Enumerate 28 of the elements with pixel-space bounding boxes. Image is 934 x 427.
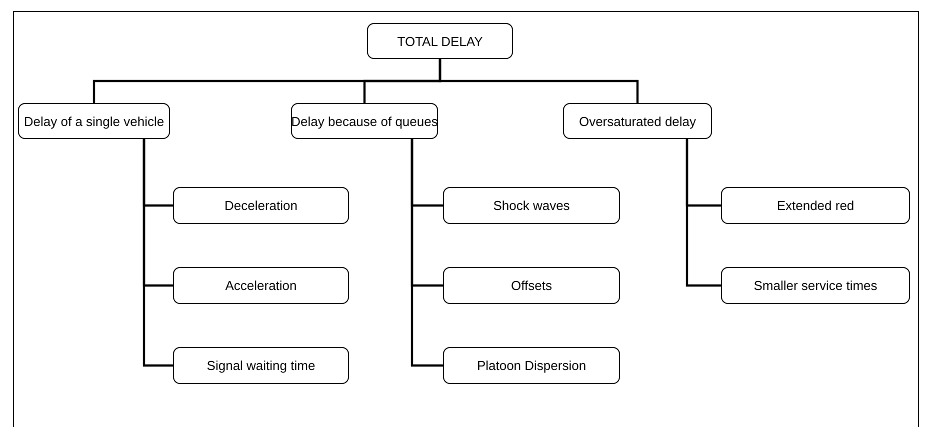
node-box [443, 187, 620, 224]
node-box [563, 103, 712, 139]
node-box [443, 347, 620, 384]
connector-line [142, 139, 173, 367]
node-label: Offsets [511, 278, 552, 293]
node-label: Shock waves [493, 198, 570, 213]
node-label: Deceleration [224, 198, 298, 213]
node-box [291, 103, 438, 139]
node-box [173, 187, 349, 224]
node-label: Delay of a single vehicle [24, 114, 164, 128]
connector-line [438, 59, 639, 103]
node-box [721, 267, 910, 304]
node-label: Oversaturated delay [578, 114, 696, 128]
connector-line [686, 139, 721, 287]
node-box [173, 267, 349, 304]
node-box [367, 23, 513, 59]
node-label: Delay because of queues [291, 114, 438, 128]
node-box [721, 187, 910, 224]
node-label: Extended red [776, 198, 854, 213]
node-box [18, 103, 170, 139]
node-label: Platoon Dispersion [476, 358, 586, 373]
node-box [173, 347, 349, 384]
node-box [443, 267, 620, 304]
connector-line [410, 139, 443, 367]
node-label: Signal waiting time [206, 358, 316, 373]
node-label: TOTAL DELAY [397, 34, 483, 48]
node-label: Smaller service times [754, 278, 878, 293]
node-label: Acceleration [225, 278, 297, 293]
